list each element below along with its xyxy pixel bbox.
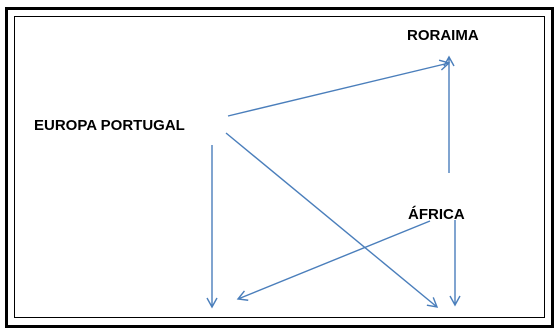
node-africa: ÁFRICA [408,206,465,223]
outer-frame [5,7,554,328]
arrow-europa-to-bottom-right [225,132,439,308]
node-roraima: RORAIMA [407,27,479,44]
node-europa-portugal: EUROPA PORTUGAL [34,117,185,134]
arrow-europa-to-roraima [227,59,451,117]
arrow-africa-to-bottom-left [236,220,431,301]
inner-frame [14,16,545,318]
